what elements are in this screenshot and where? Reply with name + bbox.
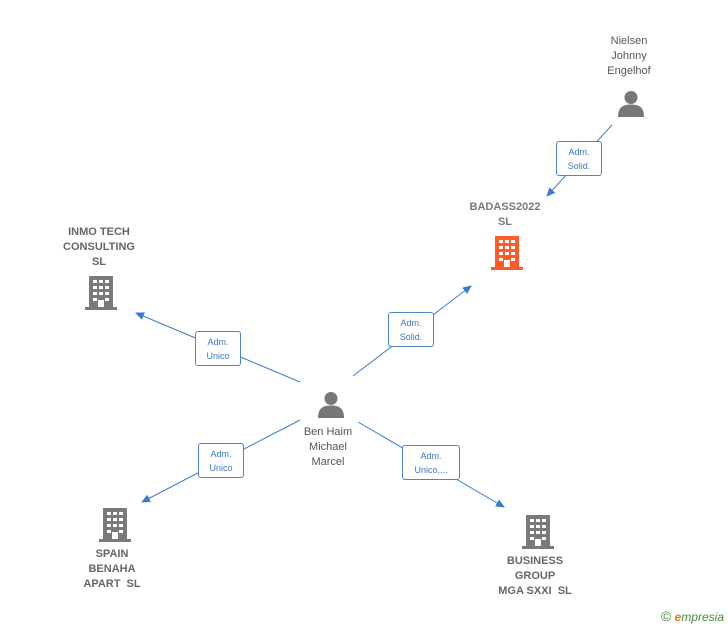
label-line: Johnny (611, 50, 647, 62)
label-line: BUSINESS (506, 555, 564, 567)
role-line: Adm. (210, 449, 232, 459)
person-icon[interactable] (616, 89, 646, 117)
label-line: APART SL (83, 578, 141, 590)
role-line: Adm. (207, 337, 229, 347)
role-box-ben-badass[interactable]: Adm. Solid. (388, 312, 434, 347)
building-icon[interactable] (99, 508, 131, 542)
company-label-inmo[interactable]: INMO TECH CONSULTING SL (44, 225, 154, 270)
role-line: Unico (206, 351, 230, 361)
company-label-spain[interactable]: SPAIN BENAHA APART SL (62, 547, 162, 592)
copyright-symbol: © (660, 608, 672, 624)
label-line: BADASS2022 (469, 201, 541, 213)
building-icon[interactable] (85, 276, 117, 310)
label-line: CONSULTING (63, 241, 135, 253)
label-line: Michael (309, 441, 347, 453)
building-icon[interactable] (522, 515, 554, 549)
empresia-watermark: © empresia (661, 608, 724, 624)
role-line: Unico (209, 463, 233, 473)
role-line: Solid. (567, 161, 591, 171)
person-label-nielsen[interactable]: Nielsen Johnny Engelhof (584, 34, 674, 79)
label-line: Ben Haim (303, 426, 353, 438)
role-line: Adm. (420, 451, 442, 461)
label-line: INMO TECH (68, 226, 130, 238)
role-line: Adm. (400, 318, 422, 328)
person-label-benhaim[interactable]: Ben Haim Michael Marcel (283, 425, 373, 470)
role-line: Solid. (399, 332, 423, 342)
label-line: Engelhof (607, 65, 651, 77)
role-box-nielsen-badass[interactable]: Adm. Solid. (556, 141, 602, 176)
person-icon[interactable] (316, 390, 346, 418)
role-box-ben-spain[interactable]: Adm. Unico (198, 443, 244, 478)
label-line: SL (497, 216, 513, 228)
role-line: Adm. (568, 147, 590, 157)
label-line: Marcel (311, 456, 345, 468)
company-label-badass[interactable]: BADASS2022 SL (450, 200, 560, 230)
label-line: MGA SXXI SL (498, 585, 572, 597)
label-line: BENAHA (88, 563, 136, 575)
role-line: Unico,... (414, 465, 448, 475)
label-line: Nielsen (610, 35, 648, 47)
brand-initial: e (674, 610, 682, 624)
building-icon-focus[interactable] (491, 236, 523, 270)
brand-rest: mpresia (681, 610, 724, 624)
label-line: SPAIN (95, 548, 129, 560)
role-box-ben-inmo[interactable]: Adm. Unico (195, 331, 241, 366)
company-label-business[interactable]: BUSINESS GROUP MGA SXXI SL (480, 554, 590, 599)
brand-logo: empresia (675, 610, 724, 624)
role-box-ben-business[interactable]: Adm. Unico,... (402, 445, 460, 480)
label-line: SL (91, 256, 107, 268)
label-line: GROUP (514, 570, 556, 582)
